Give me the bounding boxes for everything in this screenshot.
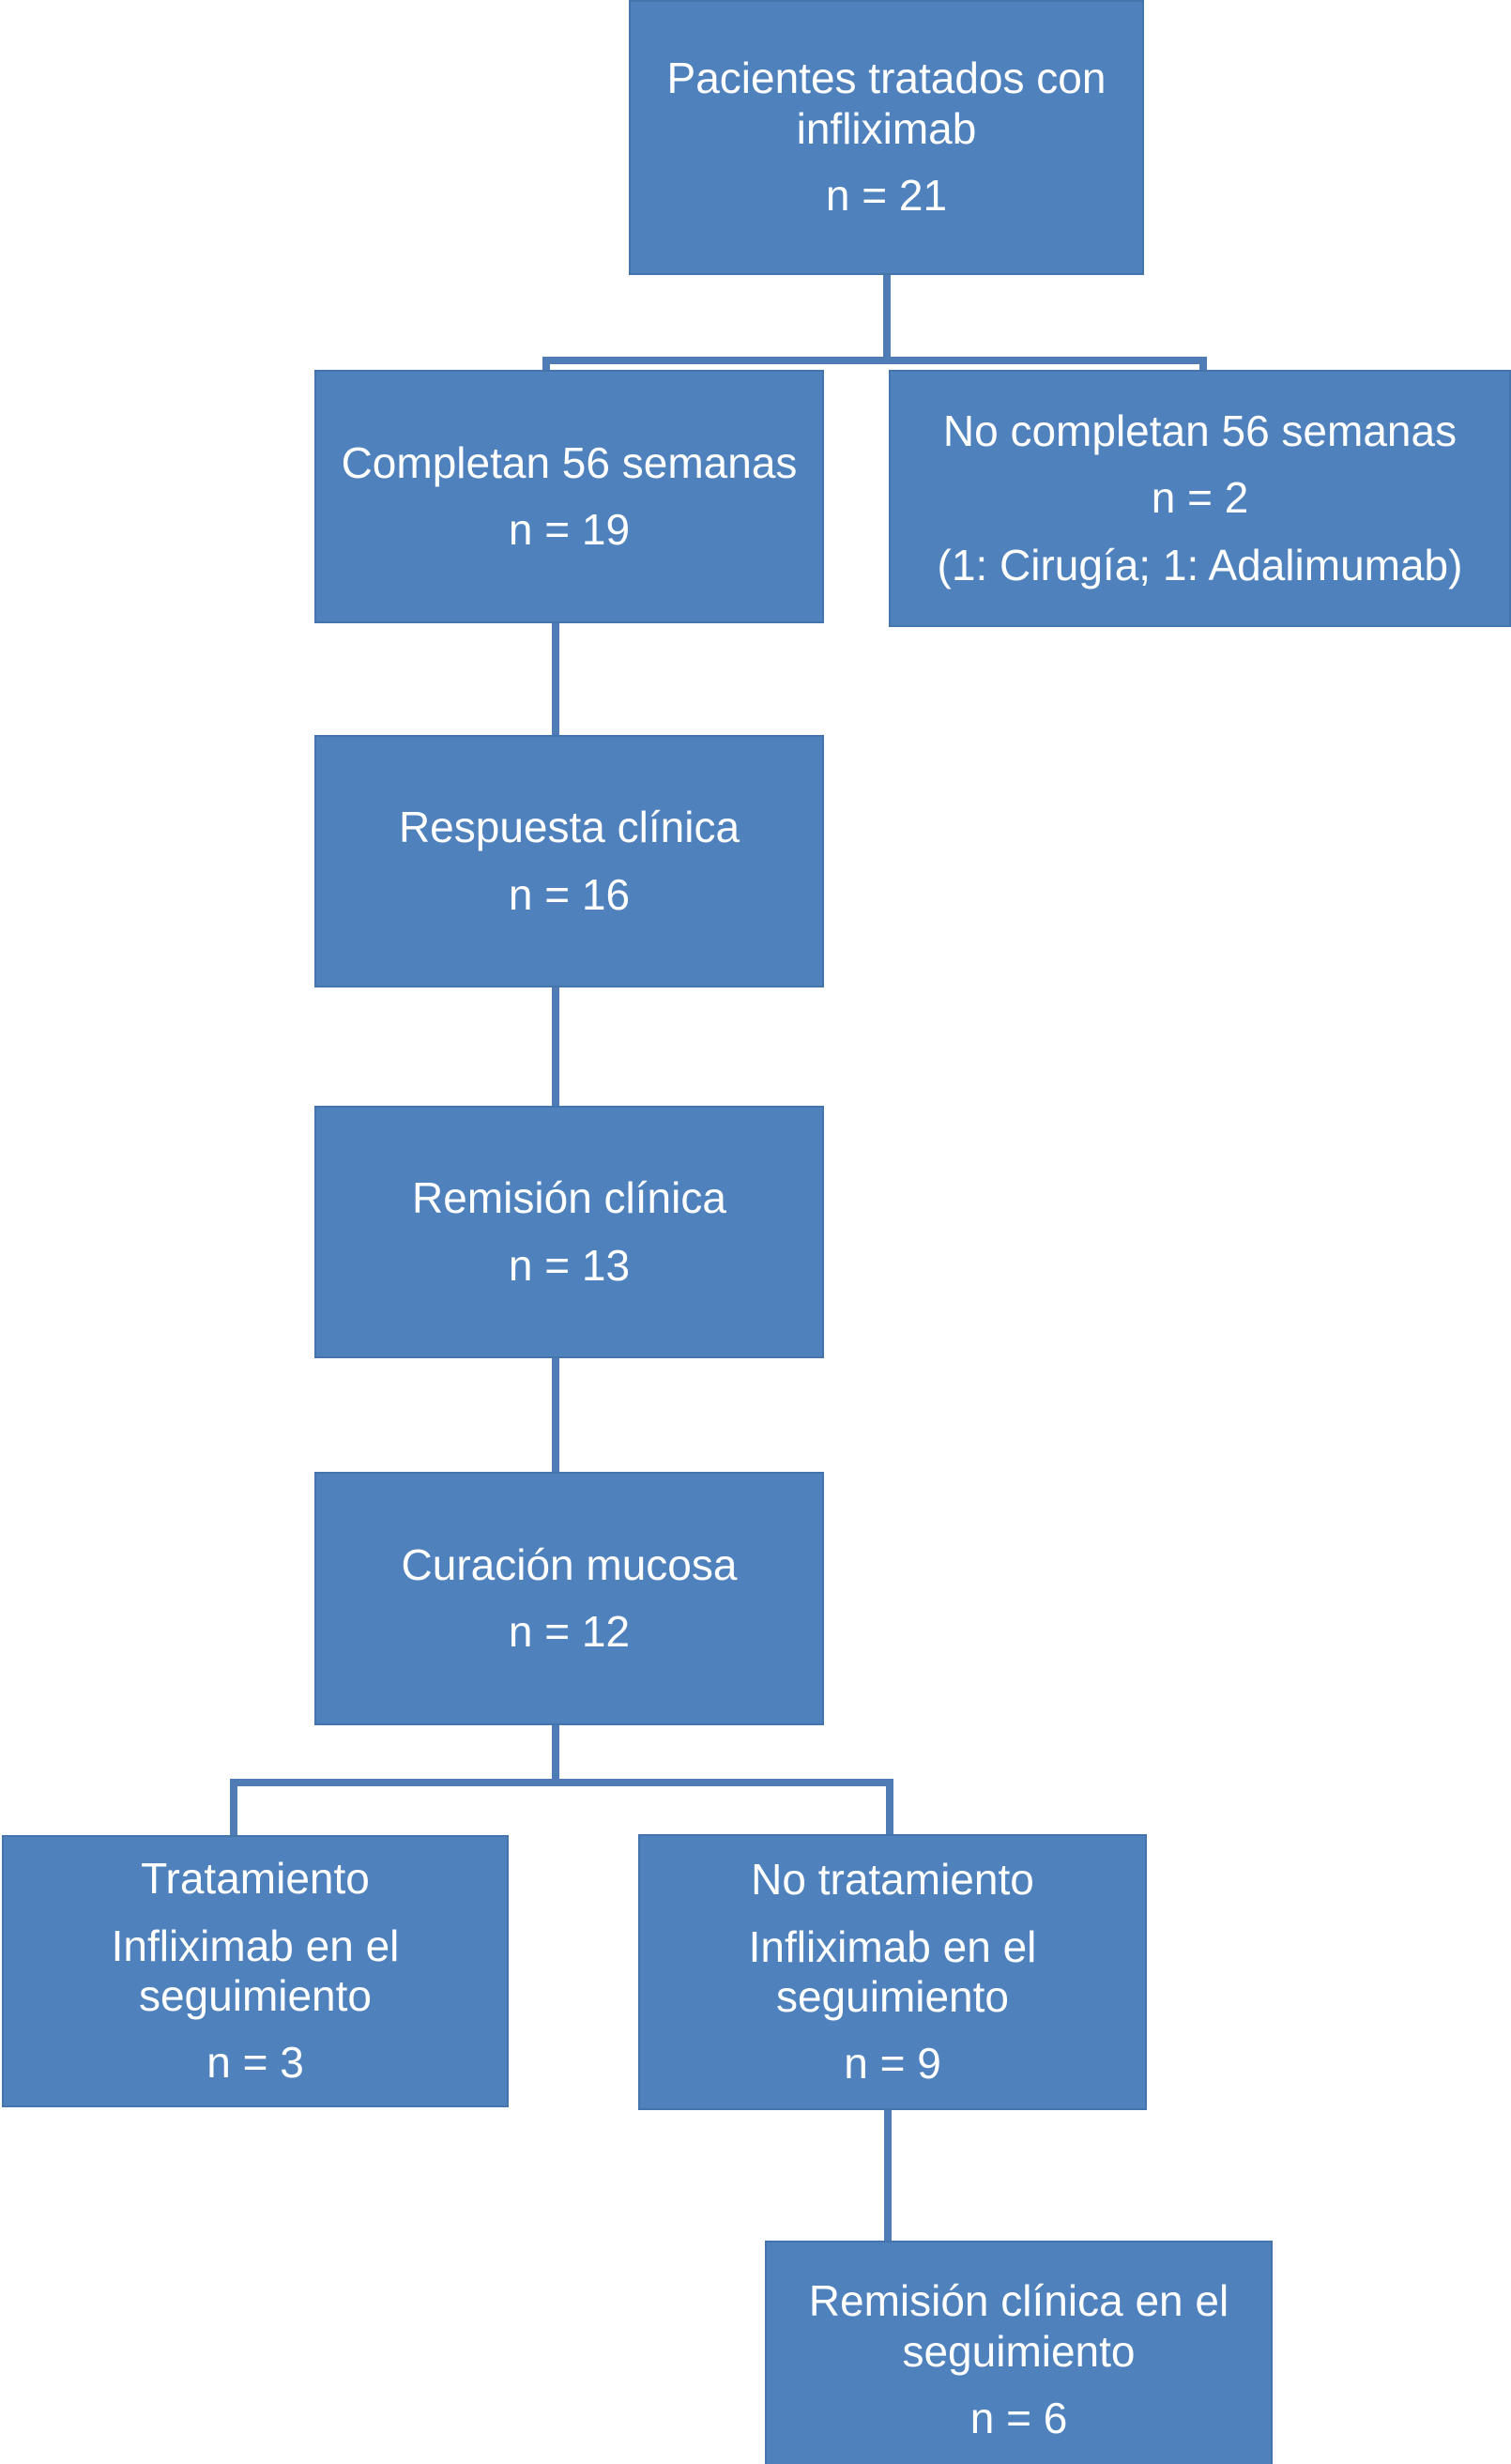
node-text: Remisión clínica en el seguimiento xyxy=(808,2276,1229,2376)
node-count: n = 16 xyxy=(508,869,631,919)
connector-level2-horizontal xyxy=(230,1779,893,1786)
node-remision-clinica: Remisión clínica n = 13 xyxy=(314,1106,824,1358)
connector-remision-curacion xyxy=(552,1358,559,1473)
node-count: n = 21 xyxy=(825,171,948,221)
node-text: No tratamiento xyxy=(751,1855,1034,1905)
connector-respuesta-remision xyxy=(552,987,559,1107)
node-count: n = 3 xyxy=(206,2038,304,2088)
node-text: Completan 56 semanas xyxy=(341,437,798,487)
node-text: Tratamiento xyxy=(141,1854,370,1904)
node-count: n = 2 xyxy=(1151,473,1249,523)
node-text: Infliximab en el seguimiento xyxy=(111,1921,400,2020)
node-curacion-mucosa: Curación mucosa n = 12 xyxy=(314,1472,824,1725)
connector-notratamiento-remisionseg xyxy=(884,2110,892,2242)
node-count: n = 12 xyxy=(508,1607,631,1656)
node-no-tratamiento-infliximab-seguimiento: No tratamiento Infliximab en el seguimie… xyxy=(638,1834,1147,2110)
node-text: Curación mucosa xyxy=(401,1539,738,1589)
node-count: n = 19 xyxy=(508,505,631,554)
node-count: n = 9 xyxy=(844,2039,941,2089)
node-text: Respuesta clínica xyxy=(398,803,740,852)
connector-level1-left-drop xyxy=(542,357,550,374)
connector-level2-right-drop xyxy=(886,1779,893,1835)
node-tratamiento-infliximab-seguimiento: Tratamiento Infliximab en el seguimiento… xyxy=(2,1835,509,2107)
node-count: n = 13 xyxy=(508,1240,631,1290)
node-detail: (1: Cirugía; 1: Adalimumab) xyxy=(937,540,1463,589)
node-respuesta-clinica: Respuesta clínica n = 16 xyxy=(314,735,824,987)
node-text: No completan 56 semanas xyxy=(942,406,1458,455)
connector-level1-right-drop xyxy=(1199,357,1207,374)
node-completan-56-semanas: Completan 56 semanas n = 19 xyxy=(314,370,824,623)
connector-level2-left-drop xyxy=(230,1779,237,1836)
connector-completan-respuesta xyxy=(552,622,559,736)
connector-level1-horizontal xyxy=(542,357,1207,364)
node-text: Pacientes tratados con infliximab xyxy=(666,54,1107,153)
connector-root-down xyxy=(883,275,891,360)
node-text: Infliximab en el seguimiento xyxy=(748,1921,1037,2021)
node-remision-clinica-seguimiento: Remisión clínica en el seguimiento n = 6 xyxy=(765,2241,1273,2464)
node-text: Remisión clínica xyxy=(412,1173,726,1223)
node-no-completan-56-semanas: No completan 56 semanas n = 2 (1: Cirugí… xyxy=(889,370,1511,627)
connector-curacion-down xyxy=(552,1725,559,1783)
node-count: n = 6 xyxy=(969,2394,1068,2443)
node-pacientes-tratados-infliximab: Pacientes tratados con infliximab n = 21 xyxy=(629,0,1144,275)
